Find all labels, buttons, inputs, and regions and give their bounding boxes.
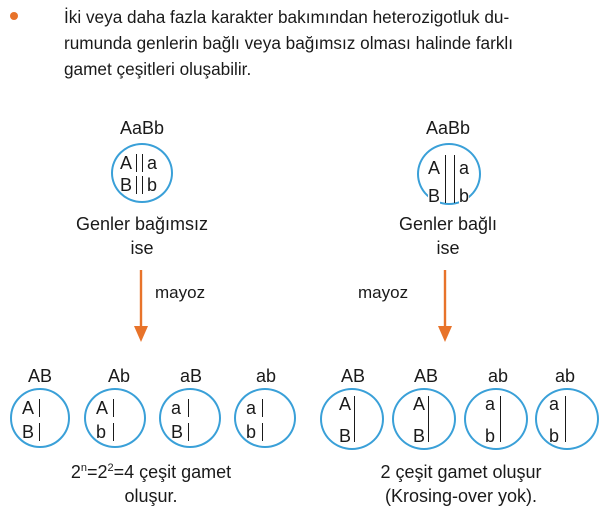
right-label-line-1: Genler bağlı bbox=[398, 214, 498, 234]
left-cell-bottom-right: b bbox=[147, 175, 158, 195]
left-label-line-2: ise bbox=[130, 238, 154, 258]
allele-top: a bbox=[246, 398, 257, 418]
allele-bottom: b bbox=[96, 422, 107, 442]
allele-bottom: b bbox=[246, 422, 257, 442]
left-gamete-3-cell bbox=[159, 388, 221, 448]
left-gamete-3-label: aB bbox=[179, 366, 203, 386]
chromosome-line bbox=[136, 176, 138, 194]
chromosome-line bbox=[113, 423, 115, 441]
allele-bottom: b bbox=[549, 426, 560, 446]
left-cell-top-right: a bbox=[147, 153, 158, 173]
left-gamete-4-cell bbox=[234, 388, 296, 448]
right-caption-line-1: 2 çeşit gamet oluşur bbox=[380, 462, 542, 482]
right-cell-bottom-right: b bbox=[459, 186, 470, 206]
chromosome-line bbox=[113, 399, 115, 417]
right-cell-top-left: A bbox=[428, 158, 441, 178]
right-gamete-4-label: ab bbox=[554, 366, 576, 386]
right-gamete-1-cell bbox=[320, 388, 384, 450]
right-gamete-3-label: ab bbox=[487, 366, 509, 386]
bullet-icon bbox=[10, 12, 18, 20]
allele-top: A bbox=[22, 398, 35, 418]
paragraph-line-1: İki veya daha fazla karakter bakımından … bbox=[64, 7, 510, 27]
left-gamete-4-label: ab bbox=[255, 366, 277, 386]
right-genotype: AaBb bbox=[425, 118, 471, 138]
allele-top: a bbox=[171, 398, 182, 418]
right-cell-top-right: a bbox=[459, 158, 470, 178]
allele-bottom: b bbox=[485, 426, 496, 446]
left-caption-line-1: 2n=22=4 çeşit gamet bbox=[20, 460, 282, 484]
chromosome-line bbox=[142, 176, 144, 194]
intro-paragraph: İki veya daha fazla karakter bakımından … bbox=[64, 4, 596, 82]
allele-top: a bbox=[549, 394, 560, 414]
allele-top: a bbox=[485, 394, 496, 414]
allele-bottom: B bbox=[22, 422, 35, 442]
chromosome-line bbox=[188, 399, 190, 417]
chromosome-line bbox=[262, 423, 264, 441]
right-arrow-label: mayoz bbox=[358, 283, 409, 302]
right-cell-bottom-left: B bbox=[428, 186, 441, 206]
paragraph-line-2: rumunda genlerin bağlı veya bağımsız olm… bbox=[64, 33, 514, 53]
caption-exponent: 2 bbox=[107, 462, 114, 474]
left-label-line-1: Genler bağımsız bbox=[75, 214, 209, 234]
left-cell-bottom-left: B bbox=[120, 175, 133, 195]
left-gamete-2-cell bbox=[84, 388, 146, 448]
chromosome-line bbox=[188, 423, 190, 441]
chromosome-line bbox=[565, 396, 567, 442]
chromosome-line bbox=[142, 154, 144, 172]
allele-top: A bbox=[413, 394, 426, 414]
right-gamete-2-label: AB bbox=[413, 366, 438, 386]
left-gamete-2-label: Ab bbox=[107, 366, 131, 386]
chromosome-line bbox=[39, 423, 41, 441]
caption-middle: =2 bbox=[86, 462, 108, 482]
left-gamete-1-cell bbox=[10, 388, 70, 448]
paragraph-line-3: gamet çeşitleri oluşabilir. bbox=[64, 59, 252, 79]
right-label-line-2: ise bbox=[436, 238, 460, 258]
caption-rest: =4 çeşit gamet bbox=[113, 462, 232, 482]
allele-bottom: B bbox=[413, 426, 426, 446]
allele-top: A bbox=[96, 398, 109, 418]
right-gamete-3-cell bbox=[464, 388, 528, 450]
right-parent-cell bbox=[417, 143, 481, 205]
right-gamete-4-cell bbox=[535, 388, 599, 450]
left-cell-top-left: A bbox=[120, 153, 133, 173]
left-arrow-label: mayoz bbox=[155, 283, 206, 302]
right-gamete-1-label: AB bbox=[340, 366, 365, 386]
right-gamete-2-cell bbox=[392, 388, 456, 450]
left-genotype: AaBb bbox=[119, 118, 165, 138]
right-meiosis-arrow-icon bbox=[438, 270, 452, 342]
allele-bottom: B bbox=[171, 422, 184, 442]
chromosome-line bbox=[500, 396, 502, 442]
chromosome-line bbox=[136, 154, 138, 172]
chromosome-line bbox=[428, 396, 430, 442]
caption-exponent: n bbox=[80, 462, 87, 474]
chromosome-line bbox=[454, 155, 456, 203]
left-gamete-1-label: AB bbox=[27, 366, 52, 386]
chromosome-line bbox=[262, 399, 264, 417]
chromosome-line bbox=[354, 396, 356, 442]
allele-bottom: B bbox=[339, 426, 352, 446]
left-caption-line-2: oluşur. bbox=[124, 486, 178, 506]
left-meiosis-arrow-icon bbox=[134, 270, 148, 342]
caption-base: 2 bbox=[70, 462, 81, 482]
chromosome-line bbox=[39, 399, 41, 417]
right-caption-line-2: (Krosing-over yok). bbox=[384, 486, 538, 506]
chromosome-line bbox=[445, 155, 447, 203]
allele-top: A bbox=[339, 394, 352, 414]
